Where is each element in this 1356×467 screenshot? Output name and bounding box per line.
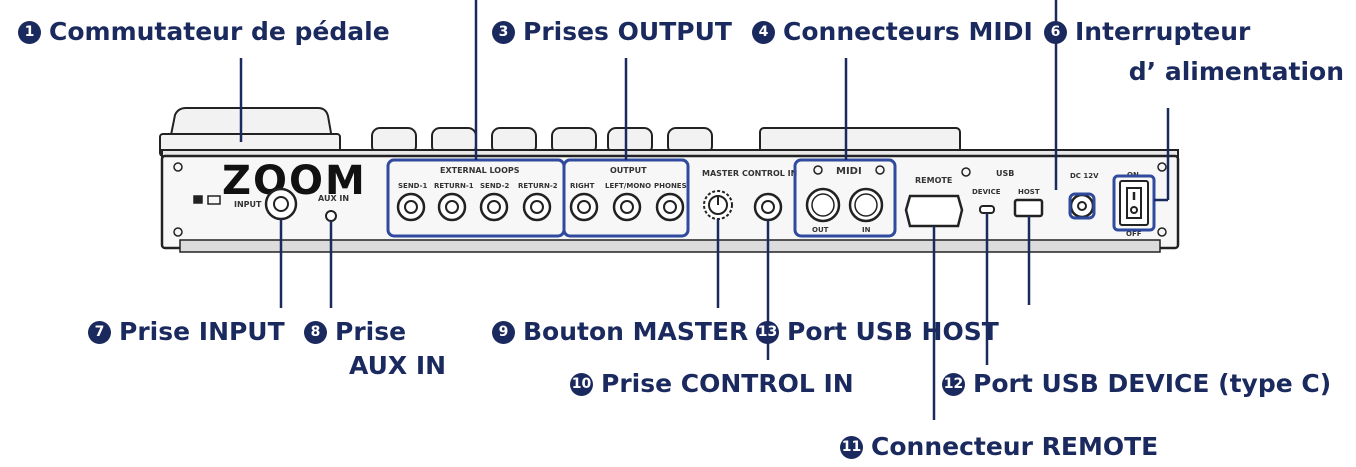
callout-label: Prise CONTROL IN	[601, 369, 854, 398]
panel-label-return1: RETURN-1	[434, 182, 474, 190]
callout-number: 4	[752, 20, 775, 44]
panel-label-right: RIGHT	[570, 182, 595, 190]
panel-label-midi-out: OUT	[812, 226, 829, 234]
callout-number: 3	[492, 20, 515, 44]
panel-label-master: MASTER	[702, 169, 739, 178]
panel-label-control-in: CONTROL IN	[742, 169, 797, 178]
input-jack	[264, 187, 298, 221]
master-knob	[703, 190, 733, 220]
callout-output-jacks: 3 Prises OUTPUT	[492, 17, 732, 47]
callout-label: Port USB DEVICE (type C)	[973, 369, 1332, 398]
panel-label-left-mono: LEFT/MONO	[605, 182, 651, 190]
panel-label-send2: SEND-2	[480, 182, 510, 190]
external-loop-jacks	[396, 192, 552, 222]
usb-device-port	[979, 205, 995, 214]
callout-aux-in-jack: 8 Prise	[304, 317, 406, 347]
callout-number: 13	[756, 320, 779, 344]
callout-number: 9	[492, 320, 515, 344]
callout-input-jack: 7 Prise INPUT	[88, 317, 285, 347]
callout-number: 10	[570, 372, 593, 396]
panel-label-device: DEVICE	[972, 188, 1001, 196]
usb-host-port	[1013, 198, 1044, 218]
callout-label: Commutateur de pédale	[49, 17, 390, 46]
callout-label: Connecteurs MIDI	[783, 17, 1033, 46]
callout-number: 7	[88, 320, 111, 344]
callout-number: 12	[942, 372, 965, 396]
callout-power-switch-line2: d’ alimentation	[1128, 57, 1344, 86]
callout-midi-connectors: 4 Connecteurs MIDI	[752, 17, 1033, 47]
panel-label-output: OUTPUT	[610, 166, 647, 175]
callout-label: Port USB HOST	[787, 317, 999, 346]
callout-usb-host-port: 13 Port USB HOST	[756, 317, 999, 347]
callout-pedal-switch: 1 Commutateur de pédale	[18, 17, 390, 47]
panel-label-send1: SEND-1	[398, 182, 428, 190]
callout-label: Interrupteur	[1075, 17, 1251, 46]
pedal-switch	[159, 107, 341, 157]
panel-label-host: HOST	[1018, 188, 1040, 196]
midi-connectors	[805, 187, 884, 223]
remote-connector	[904, 194, 964, 228]
callout-number: 1	[18, 20, 41, 44]
callout-remote-connector: 11 Connecteur REMOTE	[840, 432, 1158, 462]
callout-control-in-jack: 10 Prise CONTROL IN	[570, 369, 854, 399]
output-jacks	[569, 192, 685, 222]
callout-label: Bouton MASTER	[523, 317, 749, 346]
panel-label-return2: RETURN-2	[518, 182, 558, 190]
control-in-jack	[753, 192, 783, 222]
callout-label: Connecteur REMOTE	[871, 432, 1159, 461]
callout-master-knob: 9 Bouton MASTER	[492, 317, 748, 347]
callout-label: Prises OUTPUT	[523, 17, 732, 46]
callout-number: 11	[840, 435, 863, 459]
panel-label-input: INPUT	[234, 200, 262, 209]
panel-label-off: OFF	[1126, 230, 1142, 238]
aux-in-jack	[325, 210, 337, 222]
panel-label-remote: REMOTE	[915, 176, 952, 185]
power-switch	[1119, 180, 1149, 226]
callout-label: Prise INPUT	[119, 317, 285, 346]
panel-label-aux-in: AUX IN	[318, 194, 349, 203]
panel-label-external-loops: EXTERNAL LOOPS	[440, 166, 520, 175]
dc-jack	[1069, 193, 1095, 219]
panel-label-midi-in: IN	[862, 226, 871, 234]
panel-label-phones: PHONES	[654, 182, 687, 190]
callout-number: 8	[304, 320, 327, 344]
callout-power-switch: 6 Interrupteur	[1044, 17, 1250, 47]
panel-label-midi: MIDI	[836, 166, 862, 177]
top-knobs	[371, 127, 961, 155]
callout-usb-device-port: 12 Port USB DEVICE (type C)	[942, 369, 1331, 399]
callout-label: Prise	[335, 317, 407, 346]
callout-number: 6	[1044, 20, 1067, 44]
panel-label-dc: DC 12V	[1070, 172, 1099, 180]
callout-aux-in-line2: AUX IN	[349, 351, 447, 380]
lock-icon	[193, 195, 221, 205]
panel-label-usb: USB	[996, 169, 1014, 178]
